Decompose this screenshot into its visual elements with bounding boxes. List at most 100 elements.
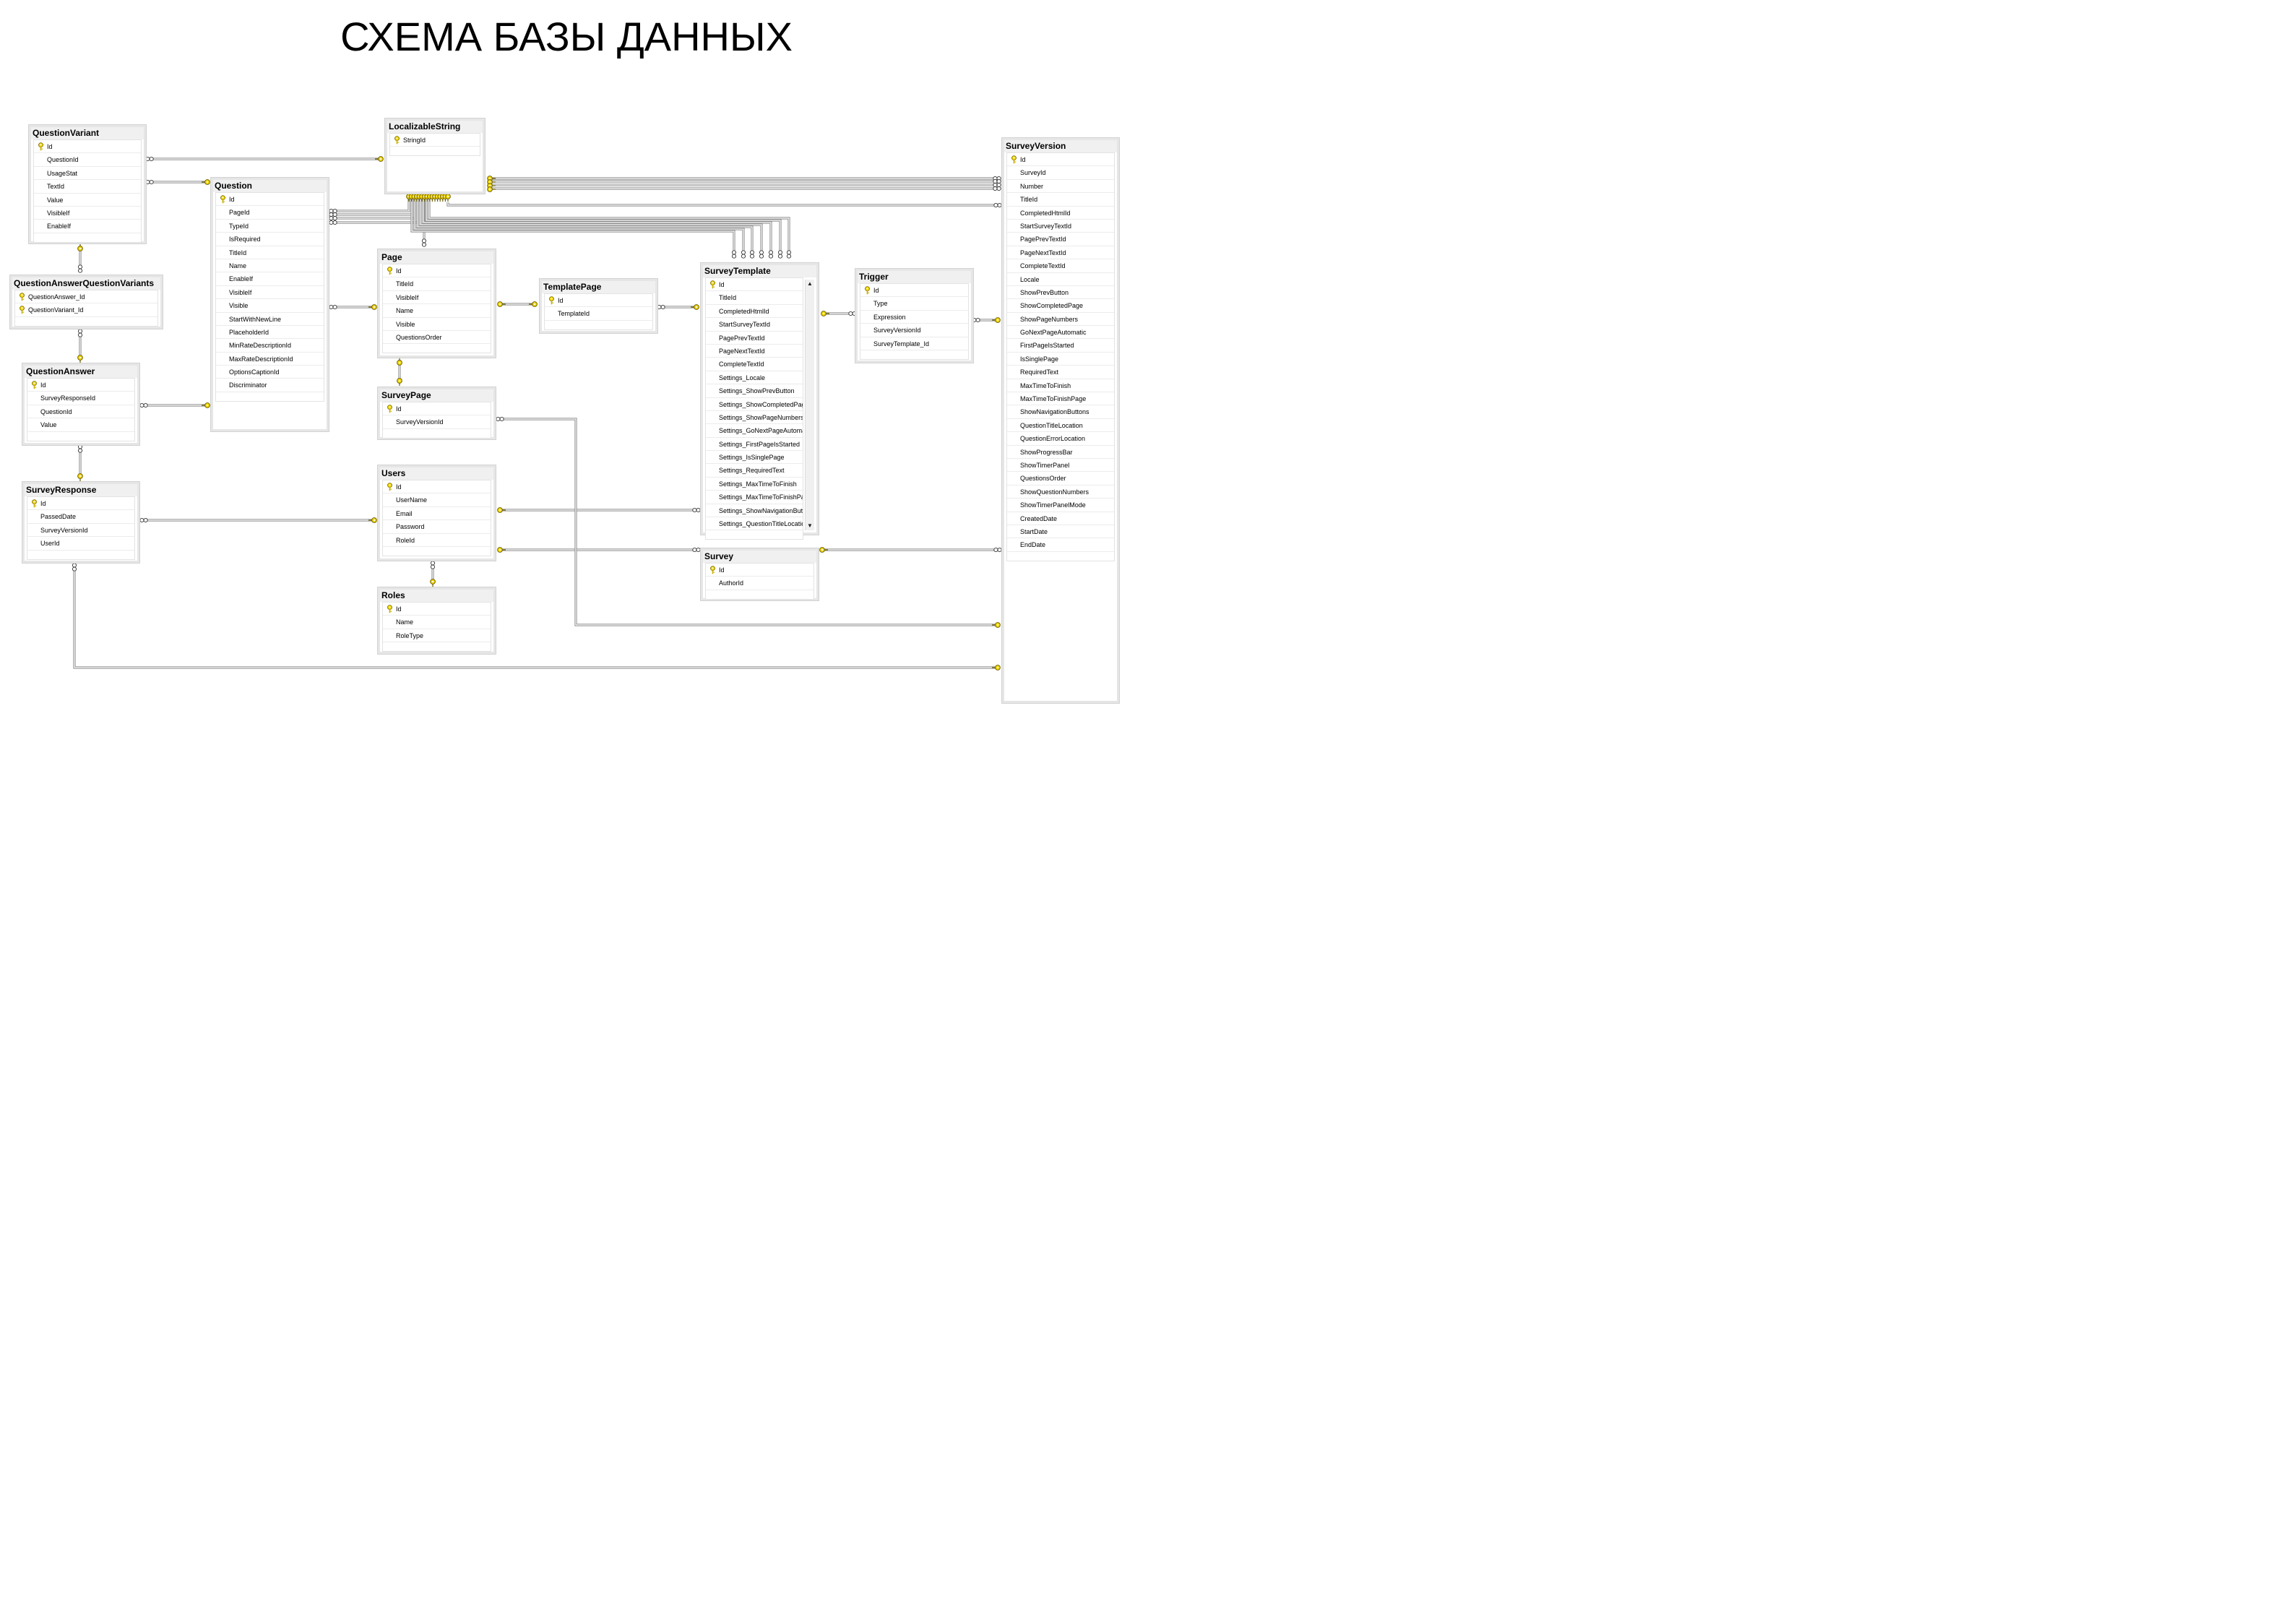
column-row[interactable]: MaxTimeToFinishPage bbox=[1007, 392, 1114, 406]
column-row[interactable]: Id bbox=[706, 278, 803, 292]
column-row[interactable]: Id bbox=[383, 264, 491, 278]
column-row[interactable]: StartDate bbox=[1007, 525, 1114, 539]
relationship-line[interactable] bbox=[422, 197, 772, 256]
column-row[interactable]: ShowNavigationButtons bbox=[1007, 405, 1114, 419]
column-row[interactable]: Id bbox=[34, 140, 141, 154]
column-row[interactable]: Id bbox=[706, 564, 813, 577]
column-row[interactable]: UserName bbox=[383, 493, 491, 507]
column-row[interactable]: QuestionId bbox=[34, 153, 141, 167]
column-row[interactable]: Settings_IsSinglePage bbox=[706, 451, 803, 465]
column-row[interactable]: RoleId bbox=[383, 534, 491, 547]
column-row[interactable]: ShowTimerPanelMode bbox=[1007, 499, 1114, 512]
relationship-line[interactable] bbox=[419, 197, 763, 256]
column-row[interactable]: OptionsCaptionId bbox=[216, 366, 324, 379]
column-row[interactable]: CreatedDate bbox=[1007, 512, 1114, 525]
column-row[interactable]: Settings_Locale bbox=[706, 371, 803, 385]
column-row[interactable]: PageNextTextId bbox=[1007, 246, 1114, 260]
column-row[interactable]: Id bbox=[27, 497, 134, 511]
column-row[interactable]: Id bbox=[383, 480, 491, 494]
column-row[interactable]: PagePrevTextId bbox=[1007, 233, 1114, 246]
table-title[interactable]: QuestionVariant bbox=[31, 127, 144, 139]
column-row[interactable]: Value bbox=[34, 194, 141, 207]
column-row[interactable]: Locale bbox=[1007, 273, 1114, 286]
column-row[interactable]: SurveyId bbox=[1007, 166, 1114, 180]
table-title[interactable]: Question bbox=[213, 180, 327, 192]
column-row[interactable]: VisibleIf bbox=[34, 207, 141, 220]
column-row[interactable]: PagePrevTextId bbox=[706, 332, 803, 345]
column-row[interactable]: ShowPrevButton bbox=[1007, 286, 1114, 300]
table-title[interactable]: SurveyResponse bbox=[25, 484, 137, 496]
column-row[interactable]: QuestionsOrder bbox=[1007, 472, 1114, 486]
column-row[interactable]: TitleId bbox=[383, 277, 491, 291]
column-row[interactable]: TypeId bbox=[216, 220, 324, 233]
column-row[interactable]: IsSinglePage bbox=[1007, 353, 1114, 366]
column-row[interactable]: SurveyTemplate_Id bbox=[860, 337, 968, 350]
column-row[interactable]: PassedDate bbox=[27, 510, 134, 524]
column-row[interactable]: PlaceholderId bbox=[216, 326, 324, 340]
column-row[interactable]: CompletedHtmlId bbox=[1007, 207, 1114, 220]
column-row[interactable]: Settings_ShowPageNumbers bbox=[706, 411, 803, 425]
column-row[interactable]: StartSurveyTextId bbox=[706, 318, 803, 332]
column-row[interactable]: StartSurveyTextId bbox=[1007, 220, 1114, 233]
column-row[interactable]: TitleId bbox=[216, 246, 324, 259]
column-row[interactable]: Settings_ShowPrevButton bbox=[706, 384, 803, 398]
column-row[interactable]: QuestionAnswer_Id bbox=[15, 290, 157, 304]
table-title[interactable]: SurveyVersion bbox=[1004, 140, 1117, 152]
table-title[interactable]: Roles bbox=[380, 590, 493, 602]
column-row[interactable]: Settings_MaxTimeToFinish bbox=[706, 478, 803, 491]
column-row[interactable]: TitleId bbox=[706, 291, 803, 305]
column-row[interactable]: MaxRateDescriptionId bbox=[216, 353, 324, 366]
column-row[interactable]: Number bbox=[1007, 180, 1114, 194]
column-row[interactable]: Id bbox=[545, 294, 652, 308]
column-row[interactable]: VisibleIf bbox=[383, 291, 491, 305]
column-row[interactable]: TemplateId bbox=[545, 307, 652, 321]
column-row[interactable]: QuestionVariant_Id bbox=[15, 303, 157, 317]
column-row[interactable]: Settings_ShowCompletedPage bbox=[706, 398, 803, 411]
column-row[interactable]: TitleId bbox=[1007, 193, 1114, 207]
column-row[interactable]: ShowCompletedPage bbox=[1007, 299, 1114, 313]
column-row[interactable]: StartWithNewLine bbox=[216, 313, 324, 326]
column-row[interactable]: SurveyVersionId bbox=[383, 415, 491, 429]
relationship-line[interactable] bbox=[498, 418, 998, 626]
column-row[interactable]: QuestionId bbox=[27, 405, 134, 419]
column-row[interactable]: Name bbox=[216, 259, 324, 273]
column-row[interactable]: Value bbox=[27, 418, 134, 432]
column-row[interactable]: MaxTimeToFinish bbox=[1007, 379, 1114, 393]
column-row[interactable]: StringId bbox=[390, 134, 480, 147]
column-row[interactable]: CompleteTextId bbox=[1007, 259, 1114, 273]
column-row[interactable]: RequiredText bbox=[1007, 366, 1114, 379]
column-row[interactable]: UserId bbox=[27, 537, 134, 551]
table-title[interactable]: Survey bbox=[703, 551, 816, 563]
column-row[interactable]: Name bbox=[383, 616, 491, 629]
column-row[interactable]: EnableIf bbox=[216, 272, 324, 286]
relationship-line[interactable] bbox=[446, 202, 998, 207]
column-row[interactable]: Id bbox=[27, 379, 134, 392]
column-row[interactable]: RoleType bbox=[383, 629, 491, 643]
relationship-line[interactable] bbox=[428, 197, 790, 256]
column-row[interactable]: QuestionTitleLocation bbox=[1007, 419, 1114, 433]
column-row[interactable]: TextId bbox=[34, 180, 141, 194]
column-row[interactable]: Settings_QuestionTitleLocation bbox=[706, 517, 803, 531]
relationship-line[interactable] bbox=[410, 197, 735, 256]
column-row[interactable]: AuthorId bbox=[706, 577, 813, 590]
vertical-scrollbar[interactable]: ▲▼ bbox=[805, 280, 814, 530]
column-row[interactable]: EnableIf bbox=[34, 220, 141, 233]
relationship-line[interactable] bbox=[416, 197, 754, 256]
relationship-line[interactable] bbox=[73, 565, 998, 669]
column-row[interactable]: ShowPageNumbers bbox=[1007, 313, 1114, 327]
column-row[interactable]: FirstPageIsStarted bbox=[1007, 339, 1114, 353]
column-row[interactable]: Id bbox=[1007, 153, 1114, 167]
column-row[interactable]: Id bbox=[383, 603, 491, 616]
table-title[interactable]: QuestionAnswer bbox=[25, 366, 137, 378]
column-row[interactable]: Visible bbox=[383, 318, 491, 331]
